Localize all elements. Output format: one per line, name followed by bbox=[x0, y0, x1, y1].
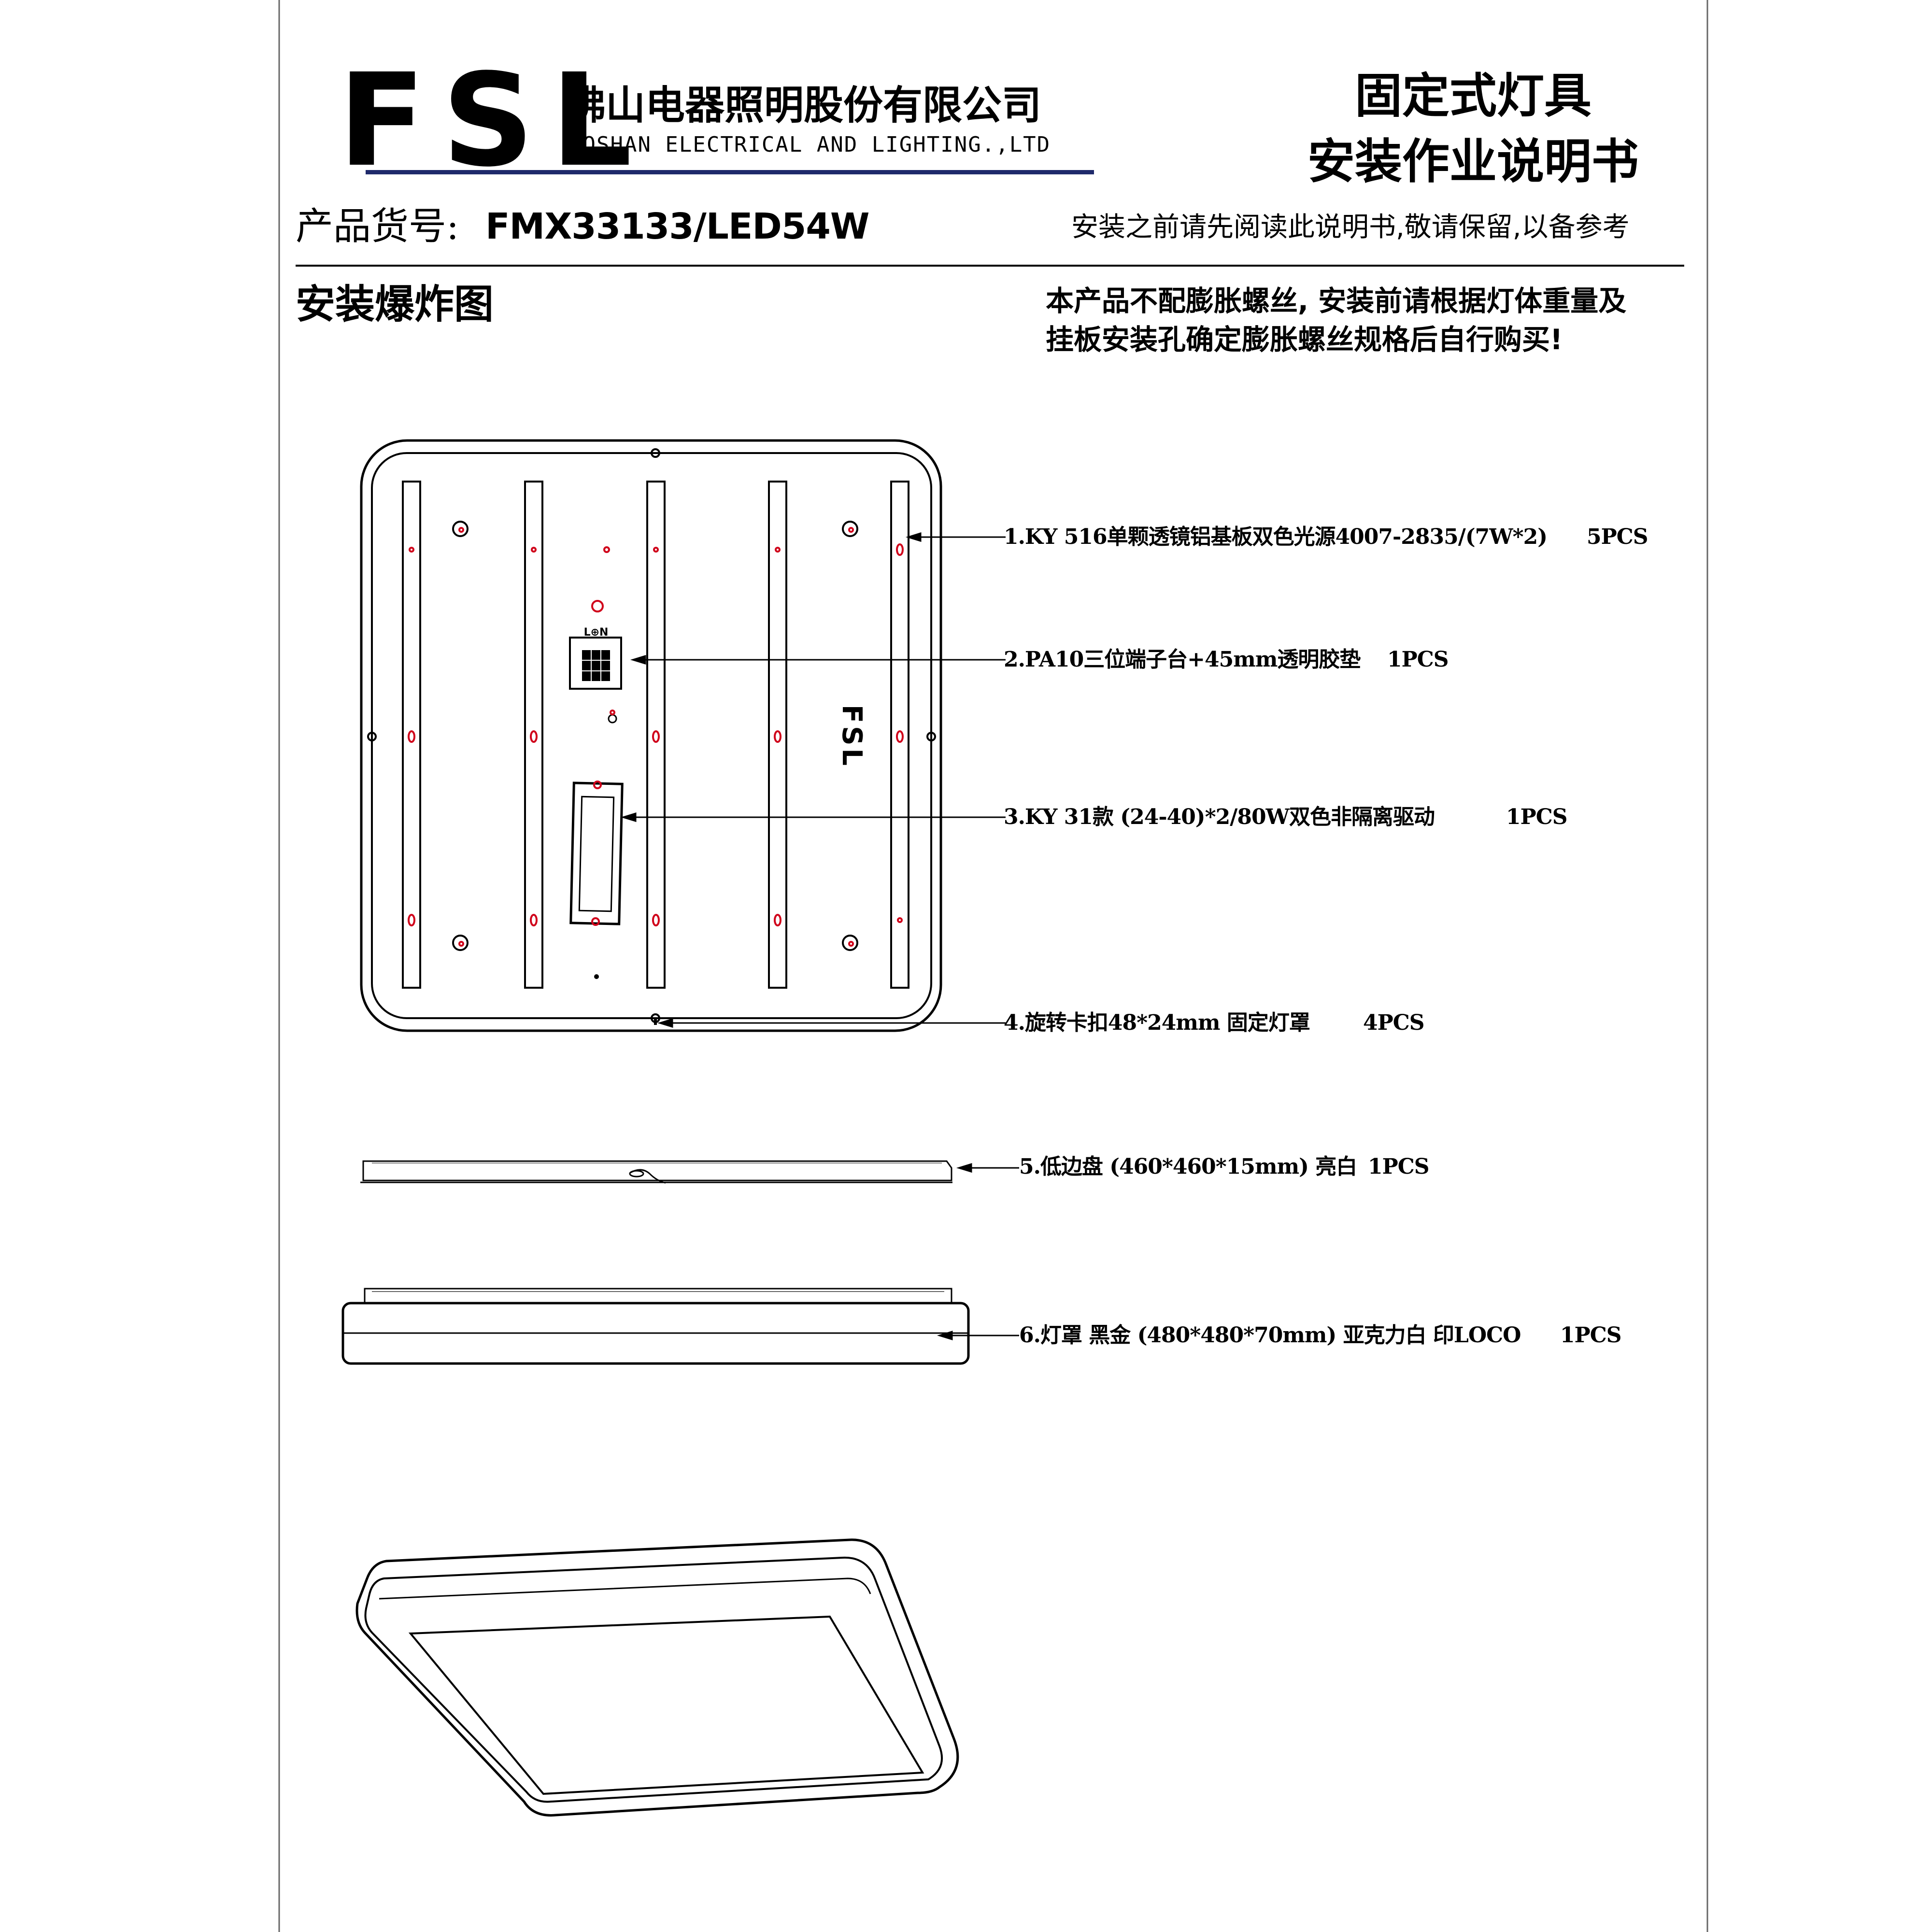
screw-warning-line2: 挂板安装孔确定膨胀螺丝规格后自行购买! bbox=[1046, 323, 1563, 356]
part-2-qty: 1PCS bbox=[1387, 647, 1449, 672]
fsl-logo: FSL bbox=[338, 46, 649, 195]
part-6-label: 6.灯罩 黑金 (480*480*70mm) 亚克力白 印LOCO bbox=[1019, 1323, 1521, 1348]
product-code-label: 产品货号: bbox=[296, 205, 459, 248]
read-before-install-note: 安装之前请先阅读此说明书,敬请保留,以备参考 bbox=[1071, 212, 1630, 243]
terminal-label: L⊕N bbox=[584, 626, 609, 639]
part-3-qty: 1PCS bbox=[1506, 805, 1567, 829]
led-strip-3 bbox=[646, 481, 666, 989]
clip-notch-right bbox=[926, 732, 936, 741]
part-4-label: 4.旋转卡扣48*24mm 固定灯罩 bbox=[1004, 1010, 1310, 1035]
lamp-perspective-view bbox=[355, 1538, 959, 1817]
mounting-holes bbox=[452, 521, 858, 951]
base-plate-top-view: L⊕N FSL bbox=[360, 439, 942, 1032]
board-fsl-logo: FSL bbox=[836, 705, 867, 768]
doc-title-line1: 固定式灯具 bbox=[1354, 69, 1591, 124]
low-edge-tray-side-view bbox=[360, 1160, 952, 1184]
clip-notch-left bbox=[367, 732, 377, 741]
section-title: 安装爆炸图 bbox=[296, 282, 494, 327]
lamp-cover-side-view bbox=[341, 1288, 970, 1365]
doc-title-line2: 安装作业说明书 bbox=[1307, 134, 1639, 189]
led-strip-4 bbox=[768, 481, 787, 989]
center-mark bbox=[603, 546, 610, 553]
wire-hole bbox=[591, 600, 604, 612]
company-name-en: FOSHAN ELECTRICAL AND LIGHTING.,LTD bbox=[569, 132, 1051, 157]
header-divider bbox=[296, 265, 1684, 267]
driver-box bbox=[569, 781, 624, 926]
part-5-qty: 1PCS bbox=[1368, 1154, 1429, 1179]
part-6-qty: 1PCS bbox=[1560, 1323, 1621, 1348]
part-1-label: 1.KY 516单颗透镜铝基板双色光源4007-2835/(7W*2) bbox=[1004, 525, 1548, 549]
ground-screw bbox=[608, 714, 617, 724]
part-4-qty: 4PCS bbox=[1363, 1010, 1424, 1035]
part-3-label: 3.KY 31款 (24-40)*2/80W双色非隔离驱动 bbox=[1004, 805, 1435, 829]
header-underline bbox=[366, 170, 1094, 174]
led-strip-5 bbox=[890, 481, 909, 989]
terminal-block bbox=[569, 637, 622, 690]
product-code-value: FMX33133/LED54W bbox=[485, 206, 869, 247]
led-strip-1 bbox=[402, 481, 421, 989]
part-5-label: 5.低边盘 (460*460*15mm) 亮白 bbox=[1019, 1154, 1357, 1179]
part-1-qty: 5PCS bbox=[1587, 525, 1648, 549]
part-2-label: 2.PA10三位端子台+45mm透明胶垫 bbox=[1004, 647, 1361, 672]
center-dot bbox=[594, 974, 599, 979]
screw-warning-line1: 本产品不配膨胀螺丝, 安装前请根据灯体重量及 bbox=[1046, 284, 1627, 317]
company-name-cn: 佛山电器照明股份有限公司 bbox=[566, 83, 1042, 128]
leader-lines bbox=[620, 532, 1019, 1341]
clip-notch-top bbox=[651, 448, 660, 458]
led-strip-2 bbox=[524, 481, 543, 989]
